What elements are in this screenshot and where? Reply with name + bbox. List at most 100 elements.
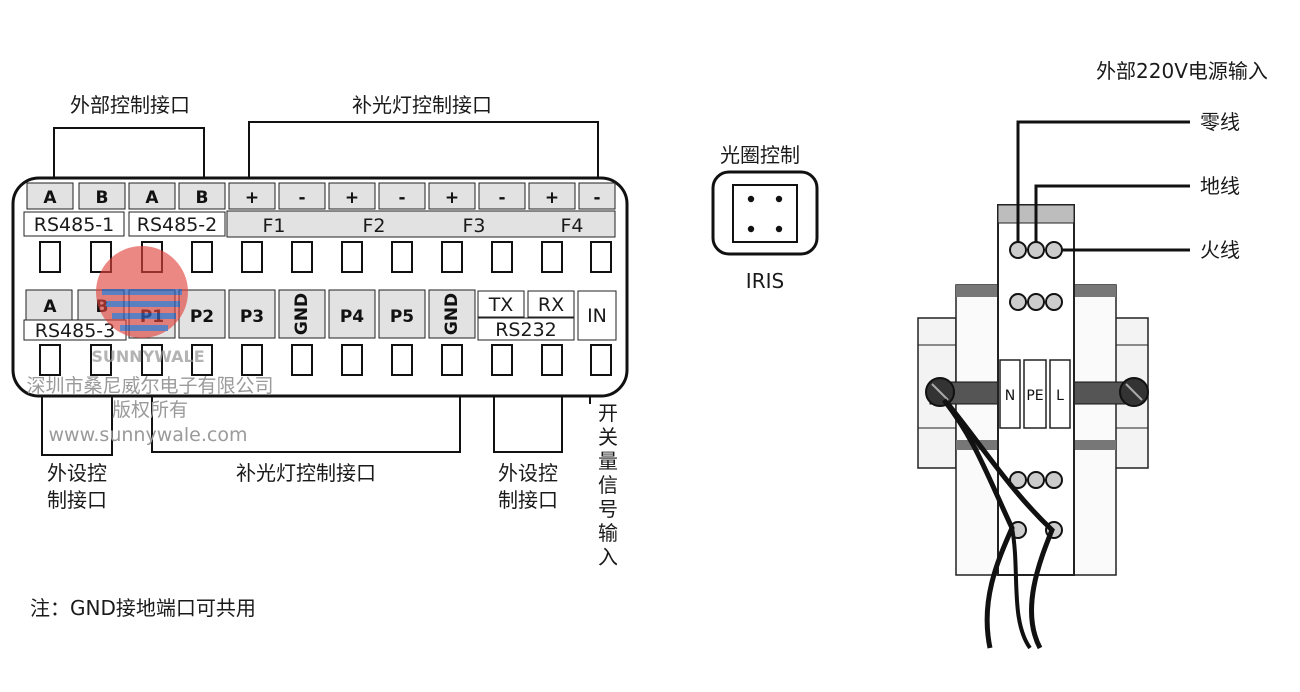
terminal-screw (1009, 471, 1027, 489)
bracket-peripheral-right (493, 396, 563, 453)
bracket-peripheral-left (41, 396, 113, 456)
pin-label: - (593, 188, 600, 208)
screw-terminal (541, 241, 563, 273)
pin-label-p5: P5 (390, 307, 414, 327)
label-iris: IRIS (746, 269, 784, 293)
iris-pin (775, 195, 783, 203)
row2-pin-box (278, 289, 326, 339)
row1-pin-box (78, 182, 126, 210)
left-housing-band (956, 285, 1000, 297)
screw-terminal (541, 344, 563, 376)
label-rs485-2: RS485-2 (137, 214, 217, 236)
label-f3: F3 (462, 215, 485, 237)
screw-terminal (441, 344, 463, 376)
pin-label: - (498, 188, 505, 208)
row1-pin-boxes (26, 182, 616, 210)
pin-label: + (245, 188, 259, 208)
label-terminal-l: L (1056, 388, 1064, 404)
row1-pin-box (328, 182, 376, 210)
watermark-rights: 版权所有 (112, 399, 188, 421)
terminal-screw (1009, 293, 1027, 311)
screw-terminal (291, 241, 313, 273)
label-fill-light-control-bottom: 补光灯控制接口 (236, 461, 376, 485)
right-housing-band (1072, 285, 1116, 297)
terminal-screw (1045, 293, 1063, 311)
terminal-screw (1045, 241, 1063, 259)
row2-pin-boxes (25, 289, 476, 339)
screw-terminal (590, 344, 612, 376)
screw-terminal (341, 344, 363, 376)
wire-neutral (1016, 120, 1190, 242)
row2-pin-box (25, 289, 73, 321)
iris-pin (775, 225, 783, 233)
bracket-external-control (53, 127, 205, 180)
row1-pin-box (178, 182, 226, 210)
n-terminal (999, 359, 1021, 429)
pin-label-gnd-2: GND (442, 293, 462, 335)
row1-pin-box (228, 182, 276, 210)
pin-label: A (145, 188, 159, 208)
f-label-strip (226, 210, 616, 238)
switch-signal-char: 关 (598, 425, 618, 449)
row2-pin-labels: A B P1 P2 P3 GND P4 P5 GND TX RX IN RS48… (35, 293, 607, 342)
pin-label-p3: P3 (240, 307, 264, 327)
row2-pin-box (428, 289, 476, 339)
row2-pin-box (328, 289, 376, 339)
pin-label-gnd-1: GND (292, 293, 312, 335)
row2-pin-box (228, 289, 276, 339)
rs232-box (477, 317, 575, 341)
label-iris-control: 光圈控制 (720, 143, 800, 167)
row1-pin-box (128, 182, 176, 210)
screw-terminal (241, 344, 263, 376)
label-fill-light-control-interface-top: 补光灯控制接口 (352, 93, 492, 117)
label-peripheral-control-left-1: 外设控 (47, 461, 107, 485)
label-rs485-1: RS485-1 (34, 214, 114, 236)
rs485-1-box (23, 211, 125, 237)
row1-pin-box (278, 182, 326, 210)
pin-label: - (298, 188, 305, 208)
switch-signal-char: 入 (598, 545, 618, 569)
screw-terminal (441, 241, 463, 273)
switch-signal-char: 信 (598, 473, 618, 497)
iris-pin (747, 195, 755, 203)
rs485-2-box (128, 211, 226, 237)
terminal-screw (1027, 241, 1045, 259)
label-switch-signal-input: 开 关 量 信 号 输 入 (598, 401, 618, 569)
terminal-screw (1045, 471, 1063, 489)
pin-label: + (545, 188, 559, 208)
terminal-screw (1027, 471, 1045, 489)
label-terminal-pe: PE (1026, 388, 1043, 404)
row1-pin-labels: A B A B + - + - + - + - (43, 188, 600, 208)
switch-signal-char: 输 (598, 521, 618, 545)
screw-terminal (291, 344, 313, 376)
label-f4: F4 (560, 215, 583, 237)
switch-signal-char: 号 (598, 497, 618, 521)
pin-label: + (345, 188, 359, 208)
row1-pin-box (578, 182, 616, 210)
pin-label: - (398, 188, 405, 208)
row1-pin-box (378, 182, 426, 210)
screw-terminal (39, 344, 61, 376)
label-ground-wire: 地线 (1200, 174, 1240, 198)
label-peripheral-control-left-2: 制接口 (47, 488, 107, 512)
pin-label-tx: TX (488, 294, 514, 316)
watermark-company: 深圳市桑尼威尔电子有限公司 (26, 375, 273, 397)
pin-label: A (43, 188, 57, 208)
label-live-wire: 火线 (1200, 238, 1240, 262)
power-top-screws (1009, 241, 1063, 311)
label-neutral-wire: 零线 (1200, 110, 1240, 134)
row1-pin-box (528, 182, 576, 210)
row1-pin-box (26, 182, 74, 210)
screw-terminal (90, 344, 112, 376)
screw-terminal (391, 241, 413, 273)
l-terminal (1049, 359, 1071, 429)
note-gnd-shared: 注：GND接地端口可共用 (30, 596, 256, 620)
cable-output-2 (946, 402, 1055, 650)
pin-label-p2: P2 (190, 307, 214, 327)
screw-terminal (141, 344, 163, 376)
logo-brand-text: SUNNYWALE (91, 347, 204, 366)
row2-screw-terminals (39, 344, 612, 376)
label-rs485-3: RS485-3 (35, 320, 115, 342)
iris-pin (747, 225, 755, 233)
